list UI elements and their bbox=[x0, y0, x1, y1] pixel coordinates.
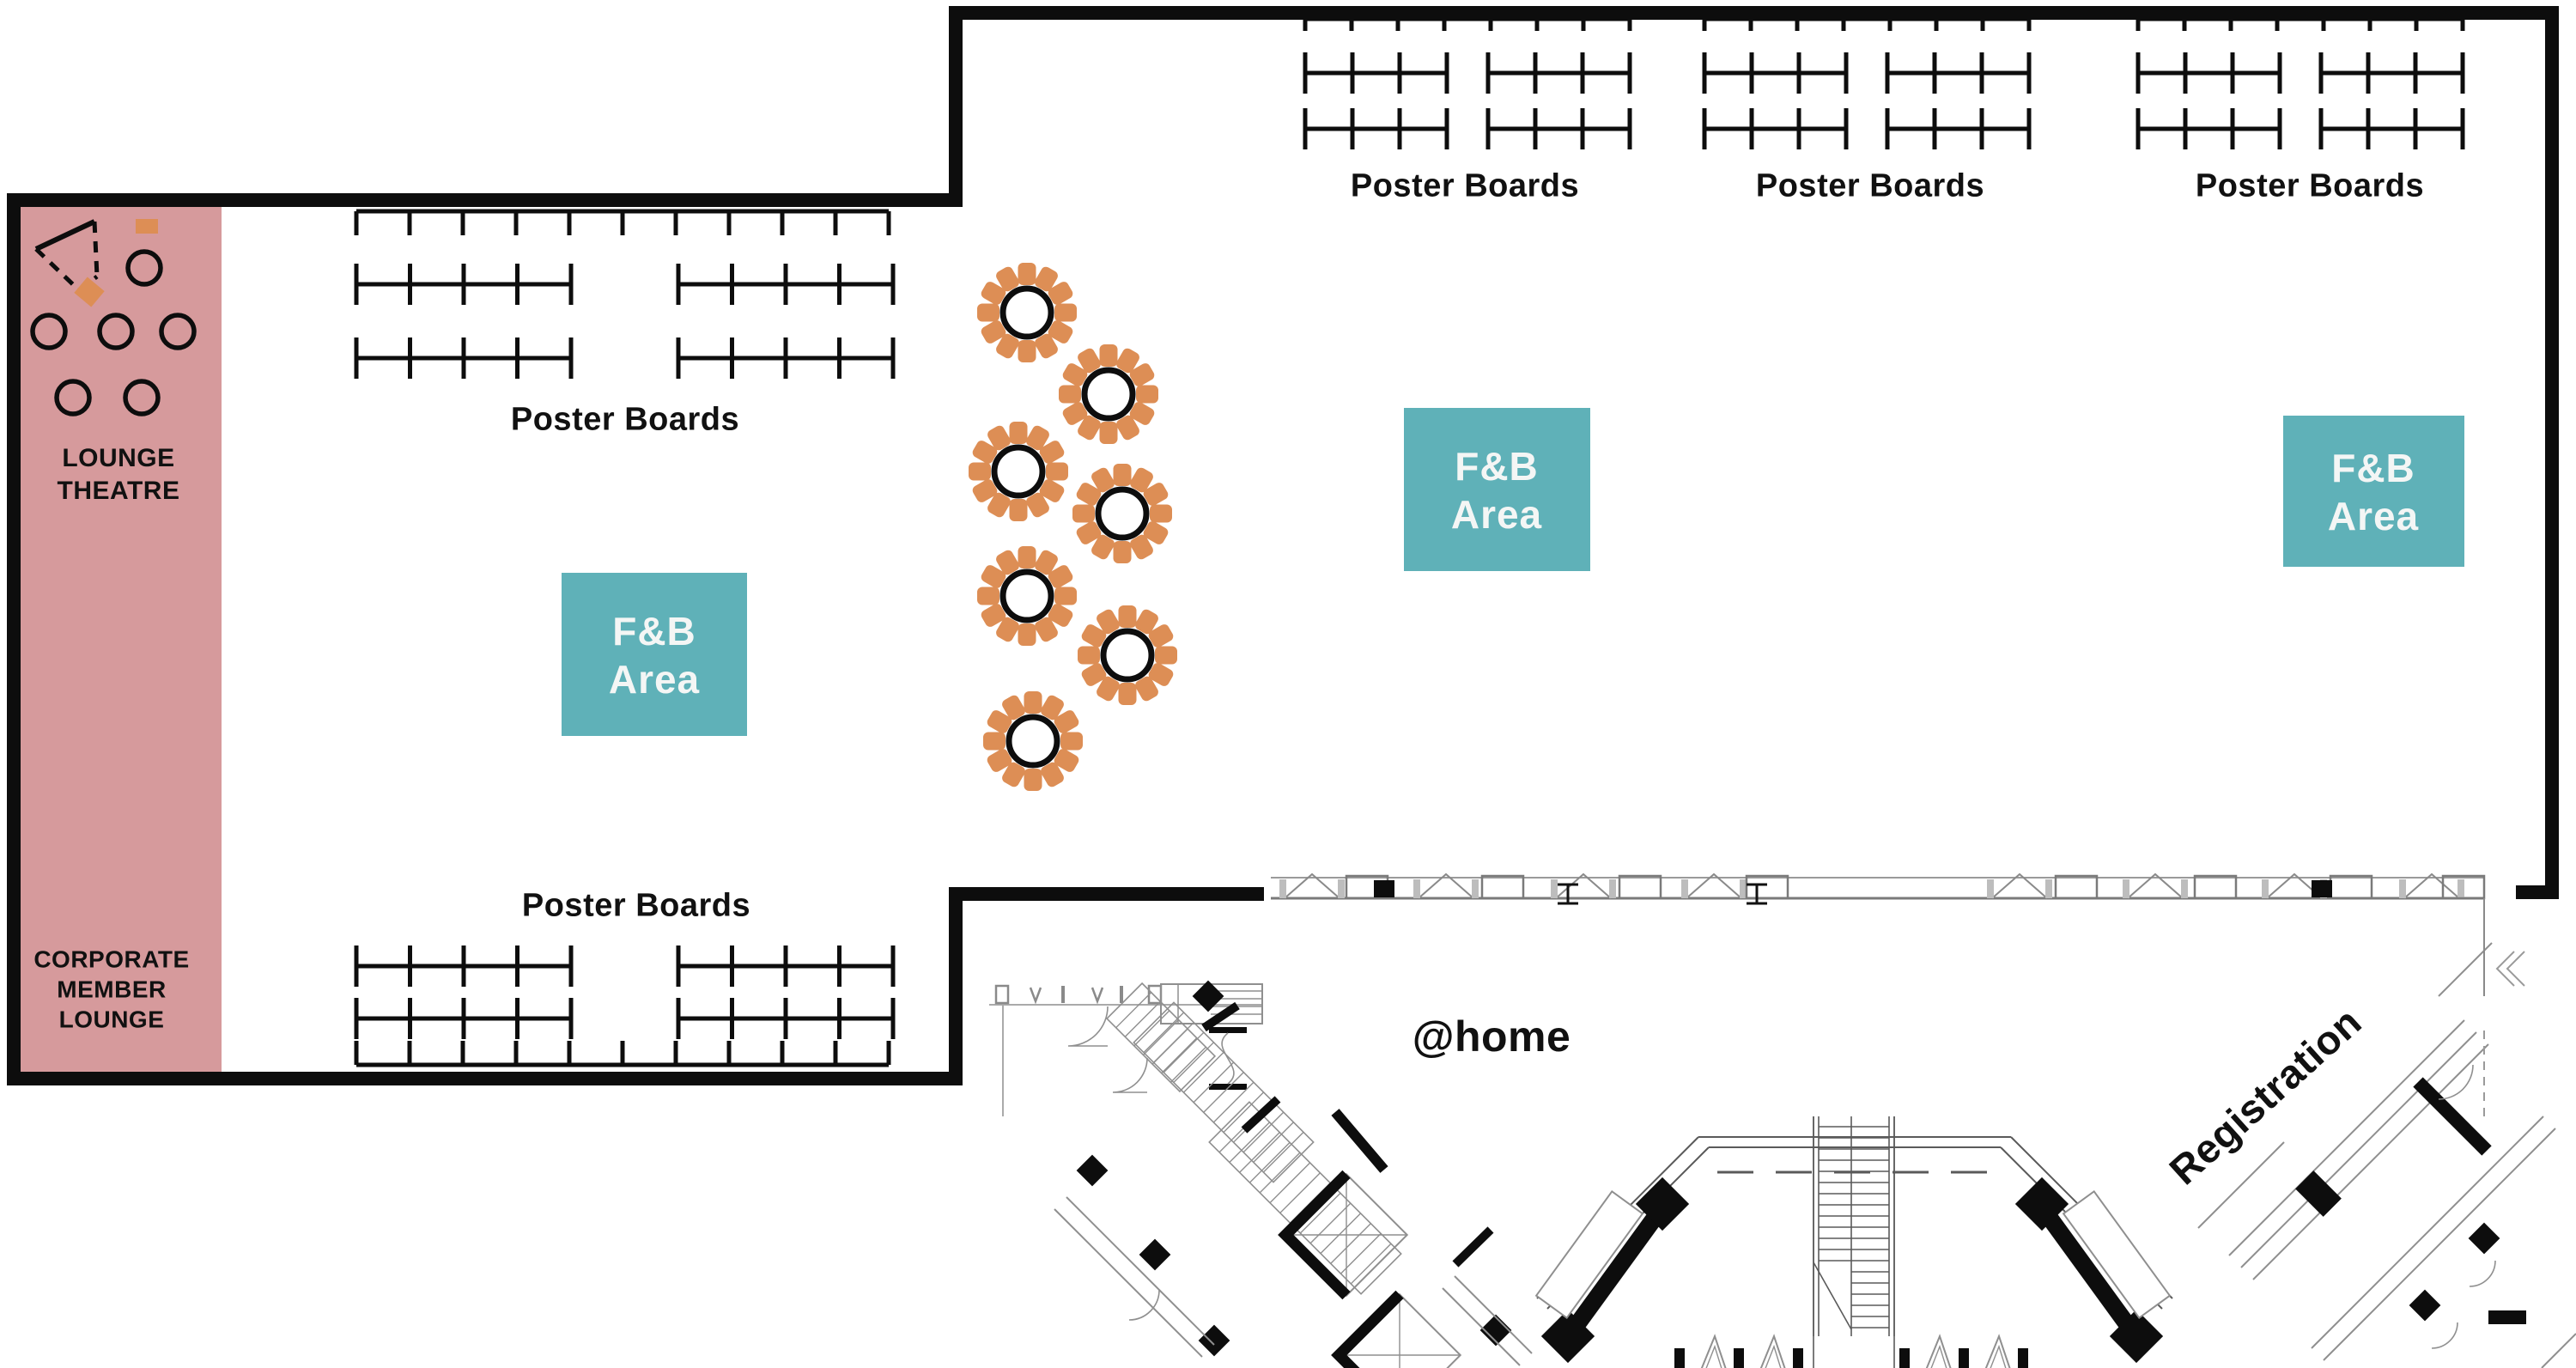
fnb-line1: F&B bbox=[612, 609, 696, 654]
poster-boards-label-top-1: Poster Boards bbox=[1350, 167, 1580, 204]
round-table bbox=[1072, 464, 1172, 563]
corporate-line2: MEMBER bbox=[57, 976, 167, 1003]
round-tables bbox=[969, 263, 1177, 791]
hall-outline bbox=[7, 6, 2559, 1085]
round-table bbox=[977, 263, 1077, 362]
fnb-line2: Area bbox=[1450, 492, 1543, 537]
fnb-line1: F&B bbox=[1455, 444, 1539, 489]
poster-boards-label-top-left: Poster Boards bbox=[510, 401, 740, 438]
lounge-furniture-icons bbox=[30, 219, 197, 416]
fnb-area-label-right: F&B Area bbox=[2328, 444, 2419, 540]
poster-board-symbols bbox=[354, 7, 2465, 1067]
corporate-line3: LOUNGE bbox=[58, 1006, 165, 1033]
fnb-line1: F&B bbox=[2331, 446, 2415, 490]
lounge-theatre-label: LOUNGE THEATRE bbox=[58, 442, 180, 508]
at-home-label: @home bbox=[1412, 1012, 1571, 1061]
corporate-member-lounge-label: CORPORATE MEMBER LOUNGE bbox=[33, 945, 189, 1035]
round-table bbox=[977, 546, 1077, 646]
fnb-line2: Area bbox=[2327, 494, 2420, 538]
poster-boards-label-bottom-left: Poster Boards bbox=[521, 887, 751, 924]
lounge-theatre-line1: LOUNGE bbox=[62, 444, 175, 472]
fnb-line2: Area bbox=[608, 657, 701, 702]
poster-boards-label-top-3: Poster Boards bbox=[2195, 167, 2425, 204]
round-table bbox=[1078, 605, 1177, 705]
lounge-band bbox=[21, 207, 222, 1078]
lounge-theatre-line2: THEATRE bbox=[57, 477, 180, 505]
fnb-squares bbox=[562, 408, 2464, 736]
corporate-line1: CORPORATE bbox=[33, 945, 190, 973]
round-table bbox=[983, 691, 1083, 791]
round-table bbox=[969, 422, 1068, 521]
fnb-area-label-left: F&B Area bbox=[609, 607, 700, 703]
poster-boards-label-top-2: Poster Boards bbox=[1755, 167, 1985, 204]
fnb-area-label-middle: F&B Area bbox=[1451, 442, 1542, 538]
door-wall bbox=[1271, 872, 2525, 1116]
round-table bbox=[1059, 344, 1158, 444]
